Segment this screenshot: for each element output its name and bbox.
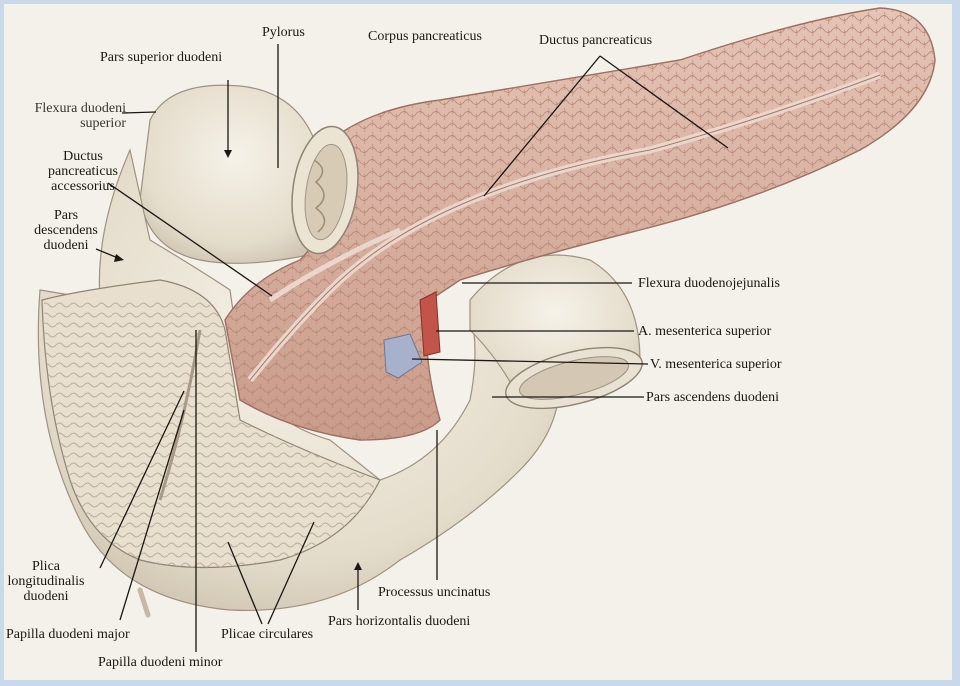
duodenum xyxy=(37,84,643,618)
artery-shape xyxy=(419,291,441,357)
label-plica-longitudinalis-duodeni: Plica longitudinalis duodeni xyxy=(4,559,88,604)
label-pars-ascendens-duodeni: Pars ascendens duodeni xyxy=(646,390,779,405)
label-line: pancreaticus xyxy=(48,164,118,179)
label-ductus-pancreaticus-accessorius: Ductus pancreaticus accessorius xyxy=(28,149,138,194)
label-ductus-pancreaticus: Ductus pancreaticus xyxy=(539,33,653,48)
label-line: Ductus xyxy=(63,149,103,164)
label-v-mesenterica-superior: V. mesenterica superior xyxy=(650,357,782,372)
label-papilla-duodeni-minor: Papilla duodeni minor xyxy=(98,655,223,670)
label-papilla-duodeni-major: Papilla duodeni major xyxy=(6,627,130,642)
label-pars-horizontalis-duodeni: Pars horizontalis duodeni xyxy=(328,614,471,629)
label-line: descendens xyxy=(34,223,98,238)
label-line: superior xyxy=(80,116,126,131)
label-plicae-circulares: Plicae circulares xyxy=(221,627,314,642)
label-pars-descendens-duodeni: Pars descendens duodeni xyxy=(16,208,116,253)
label-line: Pars xyxy=(53,208,79,223)
pancreas xyxy=(224,7,936,441)
label-line: Flexura duodeni xyxy=(34,101,126,116)
label-pylorus: Pylorus xyxy=(262,25,305,40)
label-line: duodeni xyxy=(43,238,89,253)
vein-shape xyxy=(383,333,423,379)
pylorus xyxy=(291,125,359,255)
label-pars-superior-duodeni: Pars superior duodeni xyxy=(100,50,223,65)
label-line: longitudinalis xyxy=(7,574,85,589)
label-flexura-duodeni-superior: Flexura duodeni superior xyxy=(8,101,126,131)
label-processus-uncinatus: Processus uncinatus xyxy=(378,585,491,600)
label-a-mesenterica-superior: A. mesenterica superior xyxy=(638,324,772,339)
ductus-pancreaticus-accessorius-shape xyxy=(268,227,401,303)
label-line: accessorius xyxy=(51,179,115,194)
label-line: duodeni xyxy=(23,589,69,604)
label-flexura-duodenojejunalis: Flexura duodenojejunalis xyxy=(638,276,780,291)
leader-lines xyxy=(95,44,729,652)
label-line: Plica xyxy=(32,559,60,574)
label-corpus-pancreaticus: Corpus pancreaticus xyxy=(368,29,482,44)
superior-mesenteric-vessels xyxy=(383,291,441,379)
